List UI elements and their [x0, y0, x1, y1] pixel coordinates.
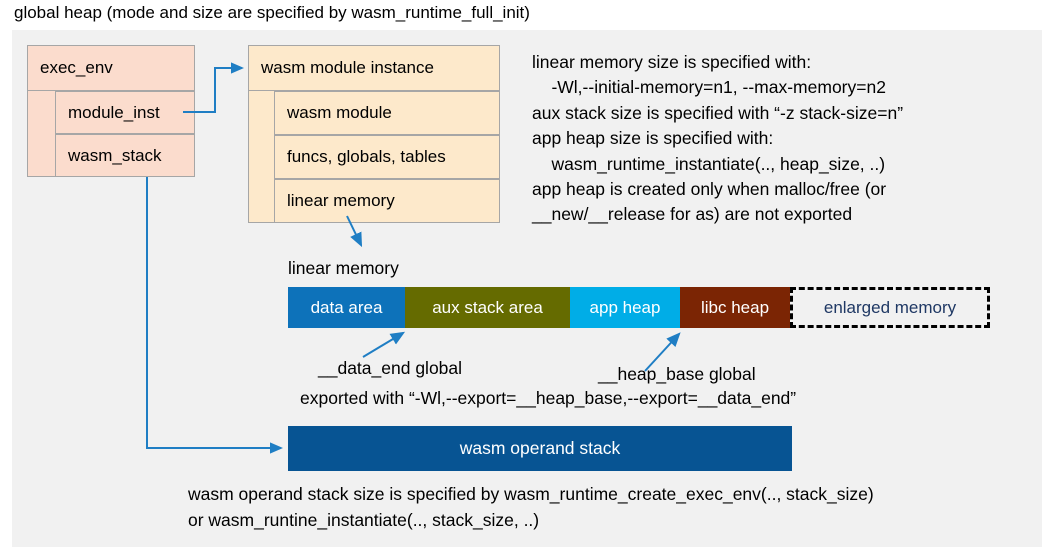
memory-segment-libc-heap: libc heap	[680, 287, 790, 328]
annotation-data-end: __data_end global	[318, 358, 463, 378]
linear-memory-bar: data area aux stack area app heap libc h…	[288, 287, 990, 328]
wmi-field-funcs-globals-tables: funcs, globals, tables	[274, 135, 500, 179]
linear-memory-field-label: linear memory	[287, 191, 395, 210]
annotation-exported-with: exported with “-Wl,--export=__heap_base,…	[300, 388, 797, 408]
funcs-globals-tables-label: funcs, globals, tables	[287, 147, 446, 166]
wmi-field-wasm-module: wasm module	[274, 91, 500, 135]
module-inst-label: module_inst	[68, 102, 160, 122]
memory-segment-enlarged-memory: enlarged memory	[790, 287, 990, 328]
annotation-heap-base: __heap_base global	[598, 364, 756, 384]
page-title: global heap (mode and size are specified…	[14, 3, 530, 22]
linear-memory-bar-label: linear memory	[288, 258, 399, 278]
memory-segment-data-area: data area	[288, 287, 405, 328]
linear-memory-info-text: linear memory size is specified with: -W…	[532, 52, 904, 225]
memory-segment-aux-stack-area: aux stack area	[405, 287, 570, 328]
exec-env-header: exec_env	[27, 45, 195, 91]
memory-segment-app-heap: app heap	[570, 287, 680, 328]
exec-env-header-label: exec_env	[40, 58, 113, 77]
wasm-module-instance-header-label: wasm module instance	[261, 58, 434, 77]
wasm-module-instance-header: wasm module instance	[248, 45, 500, 91]
wasm-module-label: wasm module	[287, 103, 392, 122]
exec-env-field-module-inst: module_inst	[55, 91, 195, 134]
wasm-operand-stack-bar: wasm operand stack	[288, 426, 792, 471]
wasm-stack-label: wasm_stack	[68, 145, 162, 165]
wasm-operand-stack-label: wasm operand stack	[459, 438, 621, 458]
exec-env-field-wasm-stack: wasm_stack	[55, 134, 195, 177]
wmi-field-linear-memory: linear memory	[274, 179, 500, 223]
operand-stack-info-text: wasm operand stack size is specified by …	[188, 484, 874, 530]
